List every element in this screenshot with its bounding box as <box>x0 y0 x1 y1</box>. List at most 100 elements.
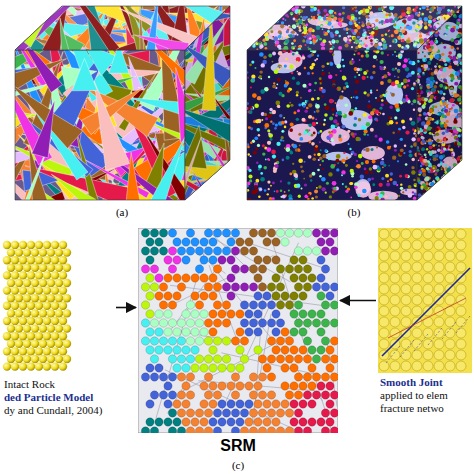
particle-dot <box>373 65 376 68</box>
particle-dot <box>331 142 335 146</box>
particle-dot <box>364 168 367 171</box>
particle-dot <box>356 72 358 74</box>
particle-dot <box>390 117 392 119</box>
particle-dot <box>349 182 352 185</box>
particle-dot <box>389 105 393 109</box>
particle-dot <box>405 163 408 166</box>
particle-dot <box>386 140 390 144</box>
particle-dot <box>255 5 259 9</box>
particle-dot <box>258 196 261 199</box>
particle-dot <box>290 151 294 155</box>
particle-dot <box>346 157 349 160</box>
particle-dot <box>256 161 259 164</box>
particle-dot <box>362 189 367 194</box>
particle-dot <box>255 148 258 151</box>
particle-dot <box>391 82 396 87</box>
particle-dot <box>316 109 320 113</box>
particle-dot <box>406 84 409 87</box>
particle-dot <box>314 111 316 113</box>
particle-dot <box>343 162 345 164</box>
particle-dot <box>266 147 271 152</box>
particle-dot <box>343 114 345 116</box>
particle-dot <box>385 102 388 105</box>
particle-dot <box>295 148 298 151</box>
particle-dot <box>320 149 322 151</box>
particle-dot <box>404 58 408 62</box>
cube-edge <box>15 50 185 200</box>
particle-dot <box>414 130 416 132</box>
fracture-shard <box>184 9 202 41</box>
particle-dot <box>374 117 378 121</box>
particle-dot <box>284 126 287 129</box>
particle-dot <box>311 172 315 176</box>
particle-dot <box>325 105 330 110</box>
particle-dot <box>247 77 249 79</box>
particle-dot <box>376 146 378 148</box>
particle-dot <box>388 165 390 167</box>
particle-dot <box>400 138 403 141</box>
particle-dot <box>292 76 295 79</box>
particle-cluster <box>321 128 350 144</box>
particle-dot <box>323 123 325 125</box>
particle-dot <box>248 27 251 30</box>
particle-dot <box>366 70 369 73</box>
particle-dot <box>356 164 361 169</box>
particle-dot <box>365 54 369 58</box>
particle-dot <box>311 197 314 200</box>
particle-dot <box>342 65 345 68</box>
particle-dot <box>411 121 416 126</box>
particle-dot <box>357 68 360 71</box>
particle-dot <box>272 122 275 125</box>
particle-dot <box>329 116 333 120</box>
particle-dot <box>322 69 324 71</box>
particle-dot <box>387 79 391 83</box>
fracture-shard <box>72 58 97 90</box>
particle-dot <box>365 160 369 164</box>
particle-dot <box>394 51 396 53</box>
particle-dot <box>383 67 385 69</box>
face-ground <box>247 50 417 200</box>
particle-dot <box>295 51 298 54</box>
particle-dot <box>392 68 395 71</box>
particle-dot <box>397 70 400 73</box>
particle-dot <box>363 133 366 136</box>
particle-dot <box>317 153 321 157</box>
particle-dot <box>411 71 415 75</box>
particle-dot <box>392 54 394 56</box>
particle-cluster <box>278 51 302 69</box>
particle-dot <box>329 133 333 137</box>
particle-dot <box>245 9 250 14</box>
particle-dot <box>272 61 274 63</box>
particle-dot <box>342 76 346 80</box>
particle-dot <box>265 14 267 16</box>
particle-dot <box>370 128 374 132</box>
particle-dot <box>281 9 284 12</box>
particle-dot <box>275 158 278 161</box>
particle-dot <box>380 66 384 70</box>
particle-dot <box>381 103 384 106</box>
particle-dot <box>398 55 400 57</box>
particle-dot <box>272 182 275 185</box>
particle-dot <box>325 150 328 153</box>
particle-dot <box>284 64 287 67</box>
particle-dot <box>376 193 379 196</box>
particle-dot <box>247 146 250 149</box>
particle-dot <box>247 23 250 26</box>
particle-dot <box>381 177 384 180</box>
fracture-shard <box>51 174 96 209</box>
particle-dot <box>248 42 251 45</box>
particle-dot <box>248 106 252 110</box>
particle-dot <box>355 107 358 110</box>
particle-dot <box>281 121 285 125</box>
particle-dot <box>260 89 265 94</box>
particle-dot <box>382 76 384 78</box>
particle-dot <box>267 180 270 183</box>
particle-dot <box>380 107 383 110</box>
particle-dot <box>278 105 281 108</box>
particle-dot <box>370 171 373 174</box>
particle-dot <box>368 115 372 119</box>
particle-dot <box>267 141 271 145</box>
particle-dot <box>321 87 323 89</box>
particle-dot <box>379 138 383 142</box>
particle-dot <box>409 86 411 88</box>
